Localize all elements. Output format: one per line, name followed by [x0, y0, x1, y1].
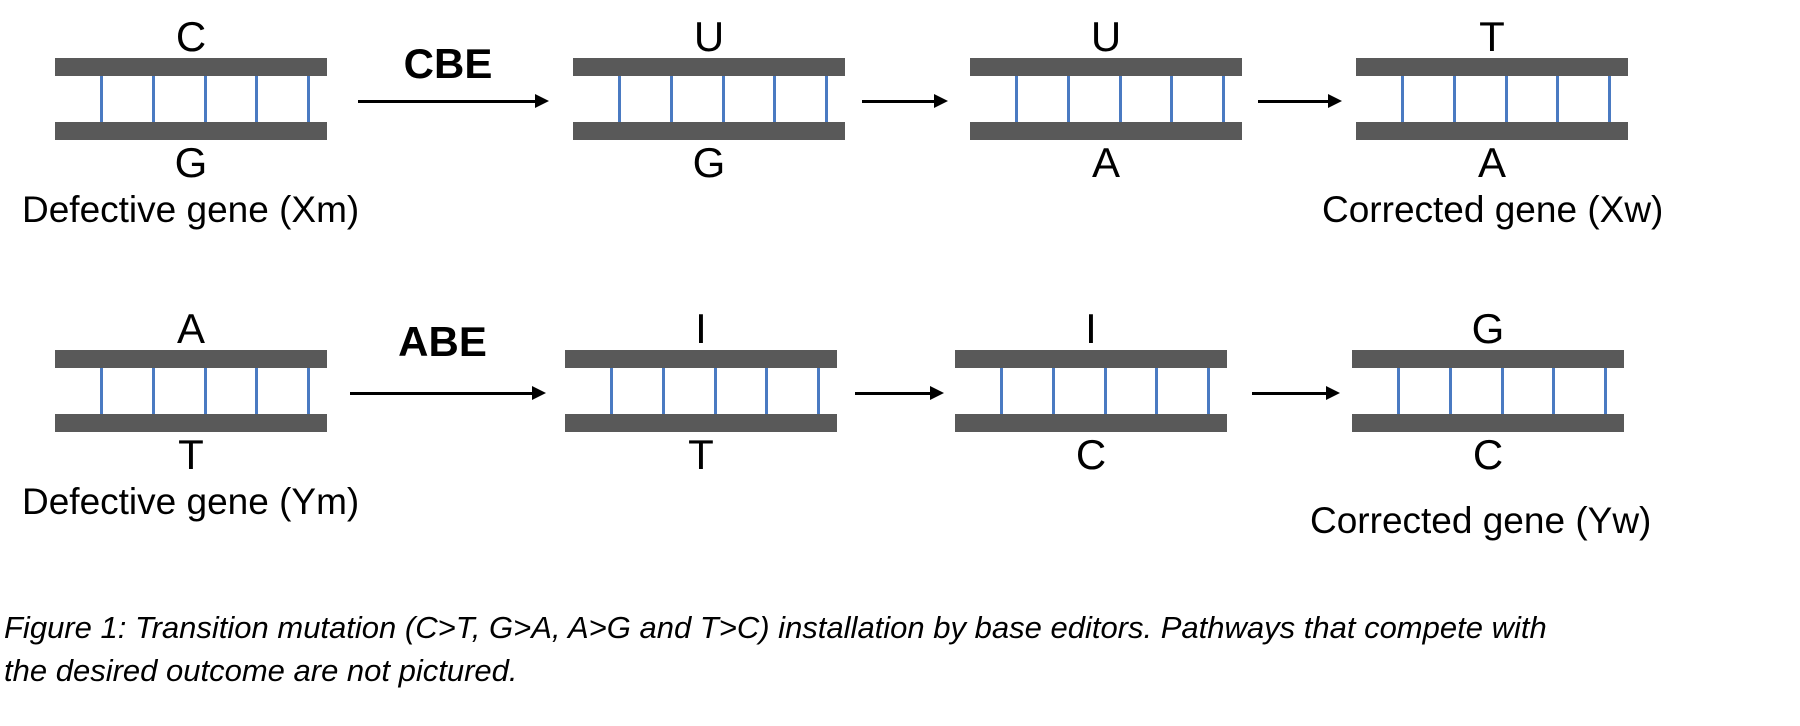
bottom-base-label: G: [174, 139, 208, 186]
top-base-label: C: [175, 13, 207, 60]
bottom-base-label: C: [1075, 431, 1107, 478]
bottom-base-label: T: [178, 431, 204, 478]
bottom-strand-bar: [1352, 414, 1624, 432]
top-strand-bar: [955, 350, 1227, 368]
top-strand-bar: [1356, 58, 1628, 76]
gene-label-defective-ym: Defective gene (Ym): [22, 481, 360, 522]
top-base-label: A: [176, 305, 205, 352]
top-strand-bar: [565, 350, 837, 368]
dna-ladder: [55, 58, 327, 140]
abe-reaction-arrow: [350, 386, 546, 400]
editor-label-abe: ABE: [398, 318, 487, 365]
dna-duplex-abe-intermediate-1: I T: [565, 308, 837, 476]
bottom-base-label: G: [692, 139, 726, 186]
base-pair-bonds: [565, 368, 837, 414]
figure-caption-line-2: the desired outcome are not pictured.: [4, 653, 518, 688]
bottom-base-label: T: [688, 431, 714, 478]
base-pair-bonds: [55, 368, 327, 414]
top-base-label: I: [695, 305, 707, 352]
step-arrow: [1252, 386, 1340, 400]
base-pair-bonds: [573, 76, 845, 122]
dna-ladder: [1356, 58, 1628, 140]
base-pair-bonds: [1356, 76, 1628, 122]
editor-label-cbe: CBE: [403, 40, 493, 87]
bottom-strand-bar: [573, 122, 845, 140]
dna-ladder: [955, 350, 1227, 432]
bottom-strand-bar: [970, 122, 1242, 140]
dna-ladder: [573, 58, 845, 140]
dna-duplex-abe-intermediate-2: I C: [955, 308, 1227, 476]
dna-ladder: [55, 350, 327, 432]
top-strand-bar: [970, 58, 1242, 76]
base-pair-bonds: [55, 76, 327, 122]
bottom-strand-bar: [1356, 122, 1628, 140]
base-pair-bonds: [1352, 368, 1624, 414]
top-base-label: U: [693, 13, 725, 60]
gene-label-defective-xm: Defective gene (Xm): [22, 189, 360, 230]
base-pair-bonds: [955, 368, 1227, 414]
cbe-reaction-arrow: [358, 94, 549, 108]
bottom-strand-bar: [55, 122, 327, 140]
bottom-strand-bar: [55, 414, 327, 432]
step-arrow: [1258, 94, 1342, 108]
top-strand-bar: [55, 350, 327, 368]
top-strand-bar: [55, 58, 327, 76]
dna-ladder: [970, 58, 1242, 140]
step-arrow: [855, 386, 944, 400]
dna-ladder: [1352, 350, 1624, 432]
gene-label-corrected-yw: Corrected gene (Yw): [1310, 500, 1652, 541]
bottom-base-label: A: [1477, 139, 1506, 186]
step-arrow: [862, 94, 948, 108]
dna-duplex-cbe-intermediate-2: U A: [970, 16, 1242, 184]
dna-duplex-cbe-defective: C G: [55, 16, 327, 184]
base-pair-bonds: [970, 76, 1242, 122]
bottom-base-label: A: [1091, 139, 1120, 186]
bottom-base-label: C: [1472, 431, 1504, 478]
top-base-label: U: [1090, 13, 1122, 60]
bottom-strand-bar: [955, 414, 1227, 432]
figure-caption: Figure 1: Transition mutation (C>T, G>A,…: [4, 606, 1547, 692]
top-base-label: T: [1479, 13, 1505, 60]
gene-label-corrected-xw: Corrected gene (Xw): [1322, 189, 1664, 230]
figure-caption-line-1: Figure 1: Transition mutation (C>T, G>A,…: [4, 610, 1547, 645]
dna-duplex-cbe-intermediate-1: U G: [573, 16, 845, 184]
top-strand-bar: [1352, 350, 1624, 368]
dna-duplex-abe-defective: A T: [55, 308, 327, 476]
top-base-label: I: [1085, 305, 1097, 352]
dna-duplex-abe-corrected: G C: [1352, 308, 1624, 476]
top-base-label: G: [1471, 305, 1505, 352]
dna-ladder: [565, 350, 837, 432]
bottom-strand-bar: [565, 414, 837, 432]
dna-duplex-cbe-corrected: T A: [1356, 16, 1628, 184]
top-strand-bar: [573, 58, 845, 76]
